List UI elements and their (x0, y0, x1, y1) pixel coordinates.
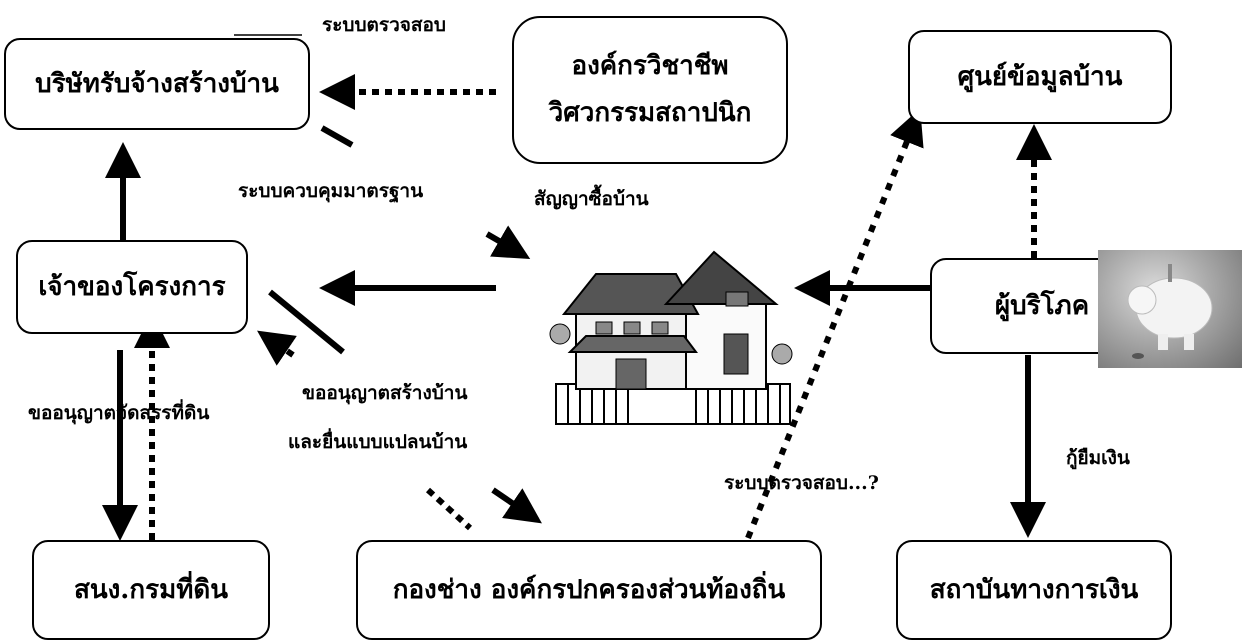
consumer-label: ผู้บริโภค (994, 290, 1090, 321)
arrow-developer-to-local (491, 487, 542, 524)
label-build-permit-line2: และยื่นแบบแปลนบ้าน (288, 431, 468, 453)
label-inspection-top: ระบบตรวจสอบ (322, 14, 446, 36)
professional-org-node: องค์กรวิชาชีพ วิศวกรรมสถาปนิก (512, 16, 788, 164)
line-house-to-developer-diag (268, 289, 345, 355)
label-build-permit-line1: ขออนุญาตสร้างบ้าน (302, 382, 468, 404)
house-illustration (549, 250, 793, 425)
label-loan: กู้ยืมเงิน (1066, 447, 1130, 469)
label-standard-control: ระบบควบคุมมาตรฐาน (238, 180, 424, 202)
line-developer-to-local-dotted (425, 487, 473, 531)
professional-label-line2: วิศวกรรมสถาปนิก (548, 98, 752, 128)
contractor-node: บริษัทรับจ้างสร้างบ้าน (4, 38, 310, 130)
land-office-label: สนง.กรมที่ดิน (73, 574, 229, 605)
arrow-contractor-to-house-b (485, 225, 531, 260)
housing-center-label: ศูนย์ข้อมูลบ้าน (957, 61, 1123, 92)
professional-label-line1: องค์กรวิชาชีพ (571, 51, 729, 82)
local-engineering-node: กองช่าง องค์กรปกครองส่วนท้องถิ่น (356, 540, 822, 640)
housing-center-node: ศูนย์ข้อมูลบ้าน (908, 30, 1172, 124)
developer-label: เจ้าของโครงการ (38, 271, 226, 302)
financial-institution-label: สถาบันทางการเงิน (929, 574, 1139, 605)
arrow-local-to-housing-center (745, 108, 924, 540)
arrow-house-to-developer-diag-dot (257, 330, 297, 366)
label-land-allocation-permit: ขออนุญาตจัดสรรที่ดิน (28, 402, 210, 424)
land-office-node: สนง.กรมที่ดิน (32, 540, 270, 640)
line-contractor-to-house-a (320, 125, 354, 148)
label-purchase-contract: สัญญาซื้อบ้าน (534, 188, 649, 210)
developer-node: เจ้าของโครงการ (16, 240, 248, 334)
contractor-label: บริษัทรับจ้างสร้างบ้าน (35, 68, 279, 99)
piggy-bank-icon (1127, 264, 1213, 359)
financial-institution-node: สถาบันทางการเงิน (896, 540, 1172, 640)
local-engineering-label: กองช่าง องค์กรปกครองส่วนท้องถิ่น (392, 574, 786, 605)
piggy-bank-photo (1098, 250, 1242, 368)
label-inspection-question: ระบบตรวจสอบ...? (724, 472, 879, 494)
